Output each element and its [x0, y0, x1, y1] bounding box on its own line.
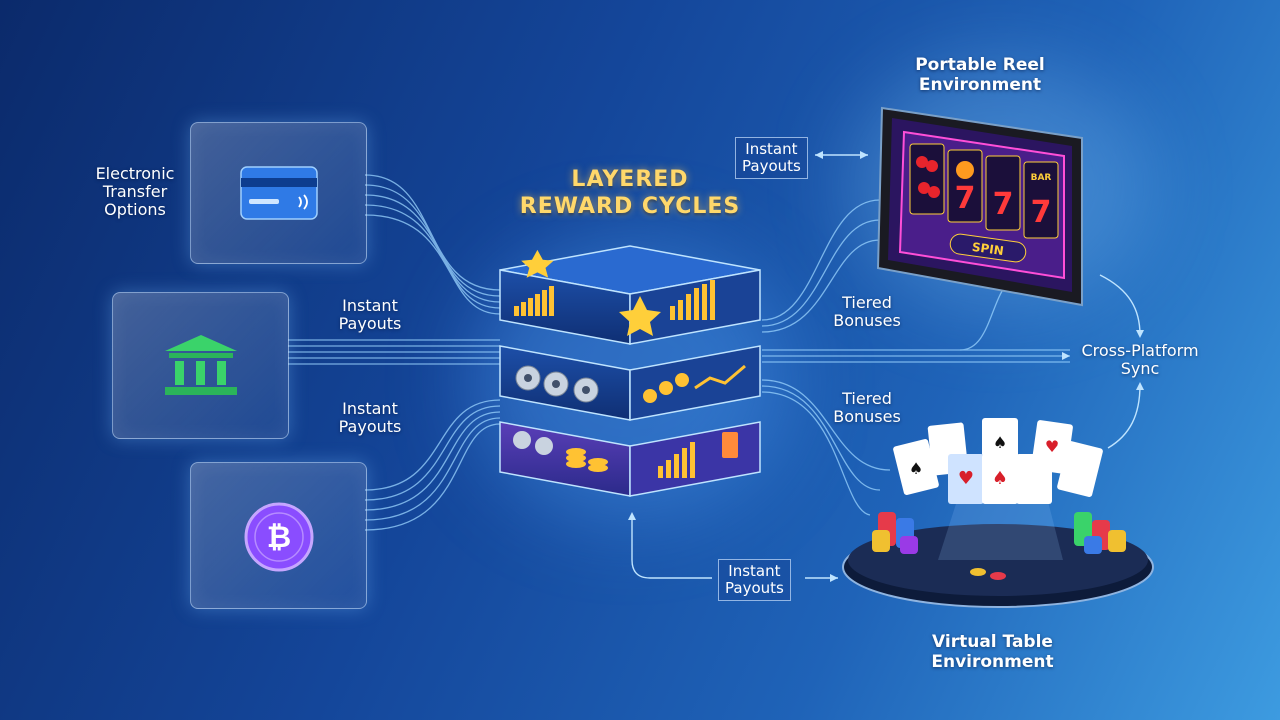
bitcoin-icon: ₿: [244, 502, 314, 572]
credit-card-icon: [240, 166, 318, 220]
chip-stacks: [872, 512, 1126, 580]
svg-text:♠: ♠: [992, 468, 1008, 489]
spin-button[interactable]: [949, 233, 1027, 263]
label-line: Bonuses: [833, 311, 901, 330]
label-line: Transfer: [102, 182, 168, 201]
svg-text:♠: ♠: [909, 459, 923, 478]
table-payouts-box: Instant Payouts: [718, 559, 791, 601]
electronic-transfer-label: Electronic Transfer Options: [70, 165, 200, 219]
svg-text:♥: ♥: [958, 468, 974, 489]
table-title: Virtual Table Environment: [905, 632, 1080, 672]
svg-text:♠: ♠: [993, 433, 1007, 452]
label-line: Instant: [342, 296, 398, 315]
label-line: Bonuses: [833, 407, 901, 426]
right-bonuses-label-1: Tiered Bonuses: [812, 294, 922, 330]
label-line: Electronic: [95, 164, 175, 183]
bank-icon: [165, 335, 237, 395]
label-line: Payouts: [338, 417, 402, 436]
svg-text:₿: ₿: [267, 520, 291, 555]
cross-platform-sync-label: Cross-Platform Sync: [1070, 342, 1210, 378]
spin-label: SPIN: [971, 240, 1005, 258]
phone-title: Portable Reel Environment: [895, 55, 1065, 95]
label-line: Sync: [1120, 359, 1160, 378]
bitcoin-panel: ₿: [190, 462, 367, 609]
bank-panel: [112, 292, 289, 439]
title-line: Environment: [931, 652, 1054, 672]
reward-layer-stack: [499, 245, 761, 497]
playing-cards: ♠ ♠ ♥ ♠ ♥: [893, 418, 1103, 504]
label-line: Cross-Platform: [1081, 341, 1199, 360]
top-layer: [499, 245, 761, 345]
label-line: Payouts: [338, 314, 402, 333]
reel-symbol: 7: [993, 187, 1014, 222]
phone-device: 7 7 7 BAR SPIN: [876, 106, 1083, 307]
left-payouts-label-2: Instant Payouts: [320, 400, 420, 436]
label-line: Tiered: [842, 389, 892, 408]
bar-symbol: BAR: [1031, 173, 1052, 183]
title-line: Portable Reel: [915, 55, 1045, 75]
left-payouts-label-1: Instant Payouts: [320, 297, 420, 333]
title-line: Environment: [918, 75, 1042, 95]
phone-payouts-box: Instant Payouts: [735, 137, 808, 179]
virtual-table: ♠ ♠ ♥ ♠ ♥: [842, 418, 1154, 608]
right-bonuses-label-2: Tiered Bonuses: [812, 390, 922, 426]
label-line: Instant: [342, 399, 398, 418]
label-line: Instant: [745, 140, 798, 158]
card-panel: [190, 122, 367, 264]
svg-text:♥: ♥: [1045, 437, 1059, 456]
middle-layer: [499, 345, 761, 421]
diagram-title: LAYERED REWARD CYCLES: [500, 166, 760, 220]
label-line: Payouts: [742, 157, 801, 175]
bottom-layer: [499, 421, 761, 497]
title-line: LAYERED: [571, 167, 689, 192]
label-line: Payouts: [725, 579, 784, 597]
reel-symbol: 7: [955, 181, 976, 216]
title-line: REWARD CYCLES: [519, 194, 741, 219]
reel-symbol: 7: [1031, 195, 1052, 230]
title-line: Virtual Table: [932, 632, 1053, 652]
slot-reels: 7 7 7 BAR: [909, 143, 1059, 239]
label-line: Tiered: [842, 293, 892, 312]
label-line: Instant: [728, 562, 781, 580]
label-line: Options: [104, 200, 166, 219]
